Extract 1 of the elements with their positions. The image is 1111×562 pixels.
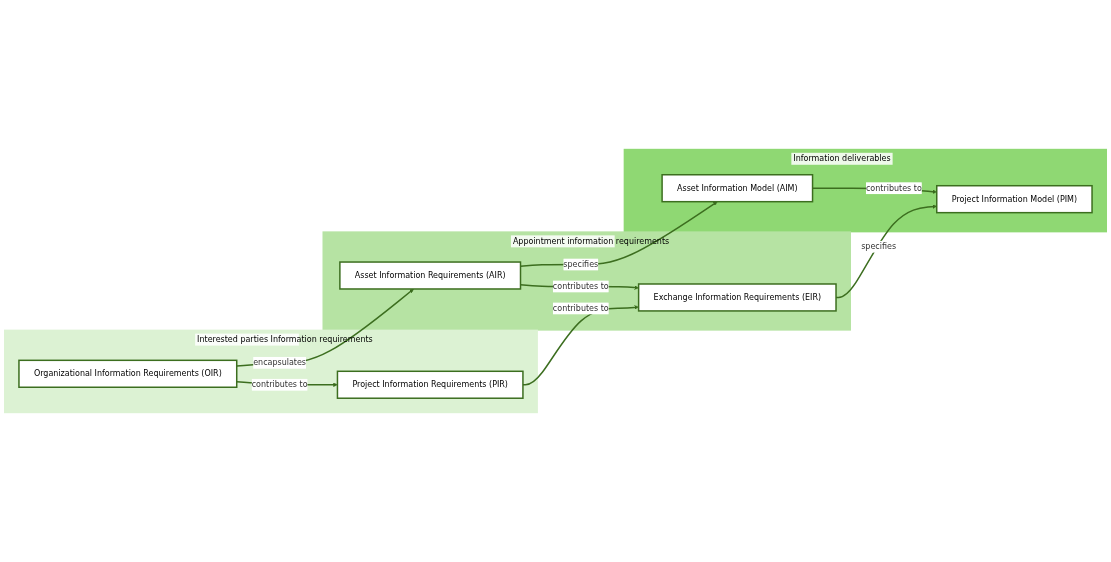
arrow (522, 305, 639, 386)
